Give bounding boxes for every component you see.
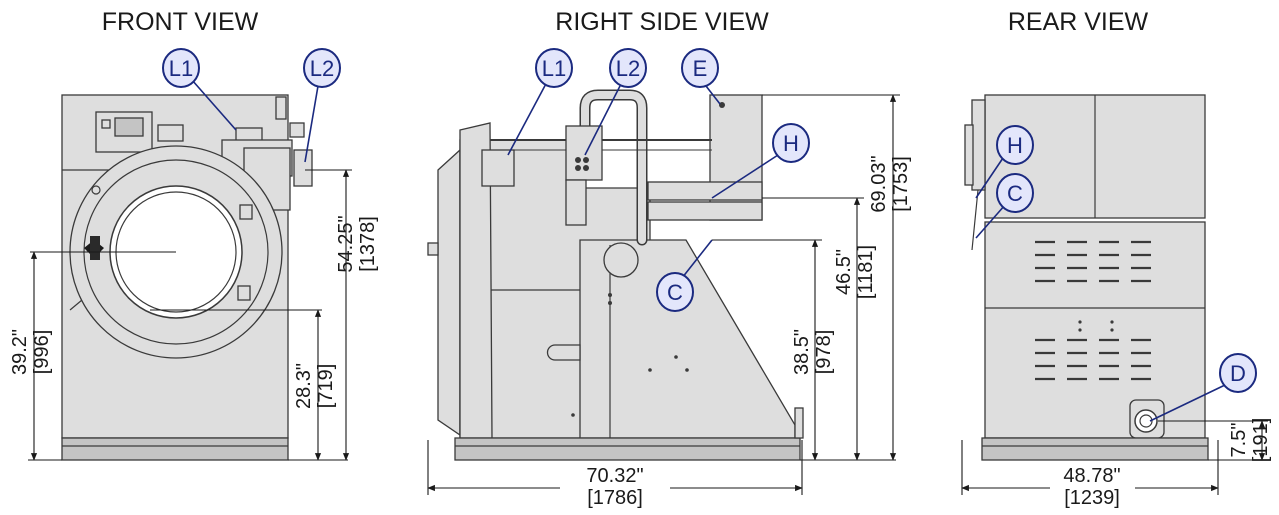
rear-callout-d: D xyxy=(1149,353,1257,422)
rear-callout-c-label: C xyxy=(1007,181,1023,206)
front-callout-l1-label: L1 xyxy=(169,56,193,81)
rear-view-title: REAR VIEW xyxy=(1008,8,1149,36)
rear-dim-drain-height: 7.5" [191] xyxy=(1158,418,1272,462)
side-callout-l1: L1 xyxy=(507,48,573,156)
front-callout-l1: L1 xyxy=(162,48,237,131)
front-view: FRONT VIEW xyxy=(9,8,379,461)
side-callout-l1-label: L1 xyxy=(542,56,566,81)
front-view-title: FRONT VIEW xyxy=(102,8,259,36)
front-dim-door-center: 39.2" [996] xyxy=(9,251,62,461)
side-dim-depth-metric: [1786] xyxy=(587,487,643,509)
rear-callout-h-label: H xyxy=(1007,133,1023,158)
rear-dim-drain-imperial: 7.5" xyxy=(1228,423,1250,458)
side-dim-depth: 70.32" [1786] xyxy=(427,440,803,509)
rear-dim-drain-metric: [191] xyxy=(1250,418,1272,462)
front-dim-overall-height: 54.25" [1378] xyxy=(305,169,379,461)
side-callout-h: H xyxy=(711,123,810,199)
front-callout-l2-label: L2 xyxy=(310,56,334,81)
side-callout-l2: L2 xyxy=(584,48,647,156)
side-dim-total-imperial: 69.03" xyxy=(868,155,890,212)
side-dim-total-metric: [1753] xyxy=(890,156,912,212)
side-dim-c-metric: [978] xyxy=(813,330,835,374)
rear-view: REAR VIEW xyxy=(961,8,1272,509)
side-dim-c-imperial: 38.5" xyxy=(791,329,813,375)
rear-callout-d-label: D xyxy=(1230,361,1246,386)
side-callout-c-label: C xyxy=(667,280,683,305)
front-dim-door-bottom-metric: [719] xyxy=(315,364,337,408)
front-dim-door-center-imperial: 39.2" xyxy=(9,329,31,375)
rear-dim-width-imperial: 48.78" xyxy=(1063,465,1120,487)
rear-callout-c: C xyxy=(975,173,1034,239)
side-view-title: RIGHT SIDE VIEW xyxy=(555,8,769,36)
side-view: RIGHT SIDE VIEW xyxy=(427,8,912,509)
side-callout-l2-label: L2 xyxy=(616,56,640,81)
front-dim-door-bottom-imperial: 28.3" xyxy=(293,363,315,409)
front-callout-l2: L2 xyxy=(303,48,341,163)
rear-dim-width-metric: [1239] xyxy=(1064,487,1120,509)
side-dim-h-metric: [1181] xyxy=(855,245,877,299)
front-dim-door-center-metric: [996] xyxy=(31,330,53,374)
side-dim-depth-imperial: 70.32" xyxy=(586,465,643,487)
side-callout-h-label: H xyxy=(783,131,799,156)
side-dim-h-imperial: 46.5" xyxy=(833,249,855,295)
rear-callout-h: H xyxy=(975,125,1034,199)
side-callout-e-label: E xyxy=(693,56,708,81)
front-dim-door-bottom: 28.3" [719] xyxy=(150,309,348,461)
front-dim-overall-metric: [1378] xyxy=(357,216,379,272)
side-dim-total-height: 69.03" [1753] xyxy=(762,94,912,461)
side-callout-e: E xyxy=(681,48,721,105)
front-machine-body xyxy=(61,94,313,461)
side-dim-h-height: 46.5" [1181] xyxy=(762,197,877,461)
rear-dim-width: 48.78" [1239] xyxy=(961,440,1219,509)
side-dim-c-height: 38.5" [978] xyxy=(712,239,896,461)
side-machine-body xyxy=(427,89,804,461)
side-callout-c: C xyxy=(656,239,713,312)
rear-machine-body xyxy=(964,94,1209,461)
front-dim-overall-imperial: 54.25" xyxy=(335,215,357,272)
